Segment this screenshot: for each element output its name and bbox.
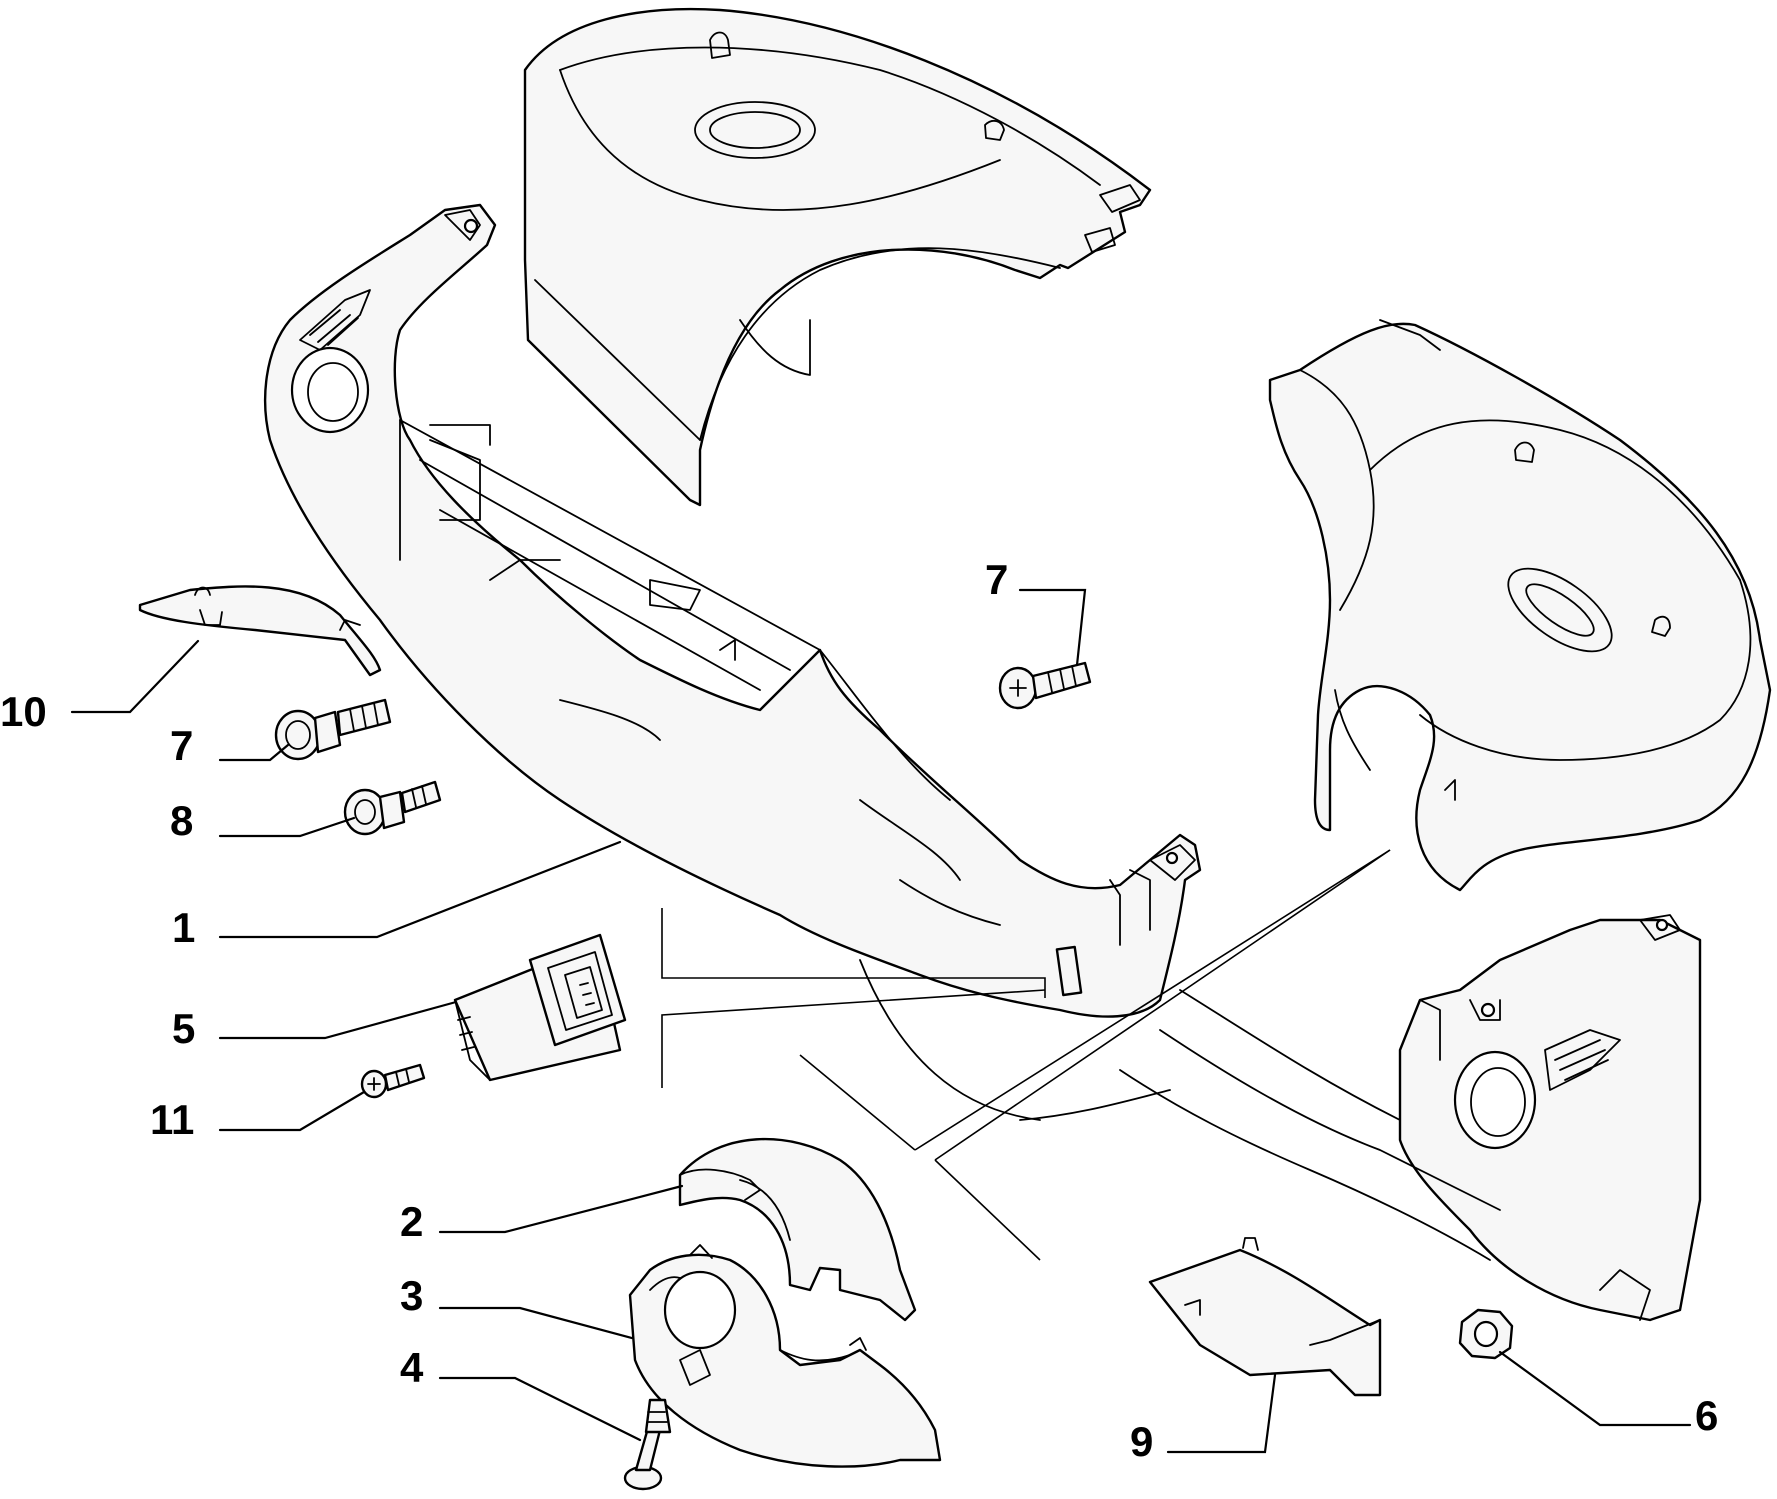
callout-8: 8: [170, 797, 193, 844]
right-lower-panel: [1119, 914, 1702, 1322]
callout-10: 10: [0, 688, 47, 735]
callout-7-left: 7: [170, 722, 193, 769]
callout-9: 9: [1130, 1418, 1153, 1465]
leader-3: [438, 1306, 634, 1340]
leader-lines: [70, 588, 1692, 1454]
section-lines: [661, 849, 1391, 1261]
part-5-switch: [453, 933, 627, 1082]
callout-11: 11: [150, 1096, 194, 1143]
callout-2: 2: [400, 1198, 423, 1245]
leader-7-left: [218, 743, 290, 762]
callout-7-center: 7: [985, 556, 1008, 603]
part-10-small-cover: [138, 585, 382, 677]
callout-labels: 10 7 8 1 5 11 2 3 4 7 9 6: [0, 556, 1718, 1465]
part-11-screw: [360, 1063, 426, 1099]
leader-11: [218, 1090, 366, 1132]
part-3-lower-column-shroud: [628, 1244, 942, 1468]
leader-10: [70, 639, 200, 714]
callout-6: 6: [1695, 1392, 1718, 1439]
upper-dash-cover: [523, 7, 1152, 507]
leader-8: [218, 816, 356, 838]
callout-3: 3: [400, 1272, 423, 1319]
part-2-upper-column-shroud: [678, 1137, 917, 1322]
part-9-cover-plate: [1148, 1237, 1382, 1397]
leader-6: [1498, 1350, 1692, 1427]
part-8-screw-left: [343, 780, 442, 836]
leader-7-center: [1018, 588, 1087, 667]
part-7-screw-center: [998, 661, 1092, 710]
leader-1: [218, 840, 622, 939]
part-6-nut: [1458, 1308, 1514, 1360]
leader-4: [438, 1376, 642, 1442]
callout-5: 5: [172, 1005, 195, 1052]
right-upper-cover: [1268, 319, 1772, 892]
part-4-screw: [623, 1398, 672, 1491]
leader-2: [438, 1184, 684, 1234]
leader-9: [1166, 1373, 1277, 1454]
callout-1: 1: [172, 904, 195, 951]
switch-location-marker: [1055, 945, 1083, 997]
lower-dash-panel: [263, 203, 1202, 1121]
callout-4: 4: [400, 1344, 424, 1391]
part-7-screw-left: [274, 698, 392, 761]
leader-5: [218, 1000, 458, 1040]
